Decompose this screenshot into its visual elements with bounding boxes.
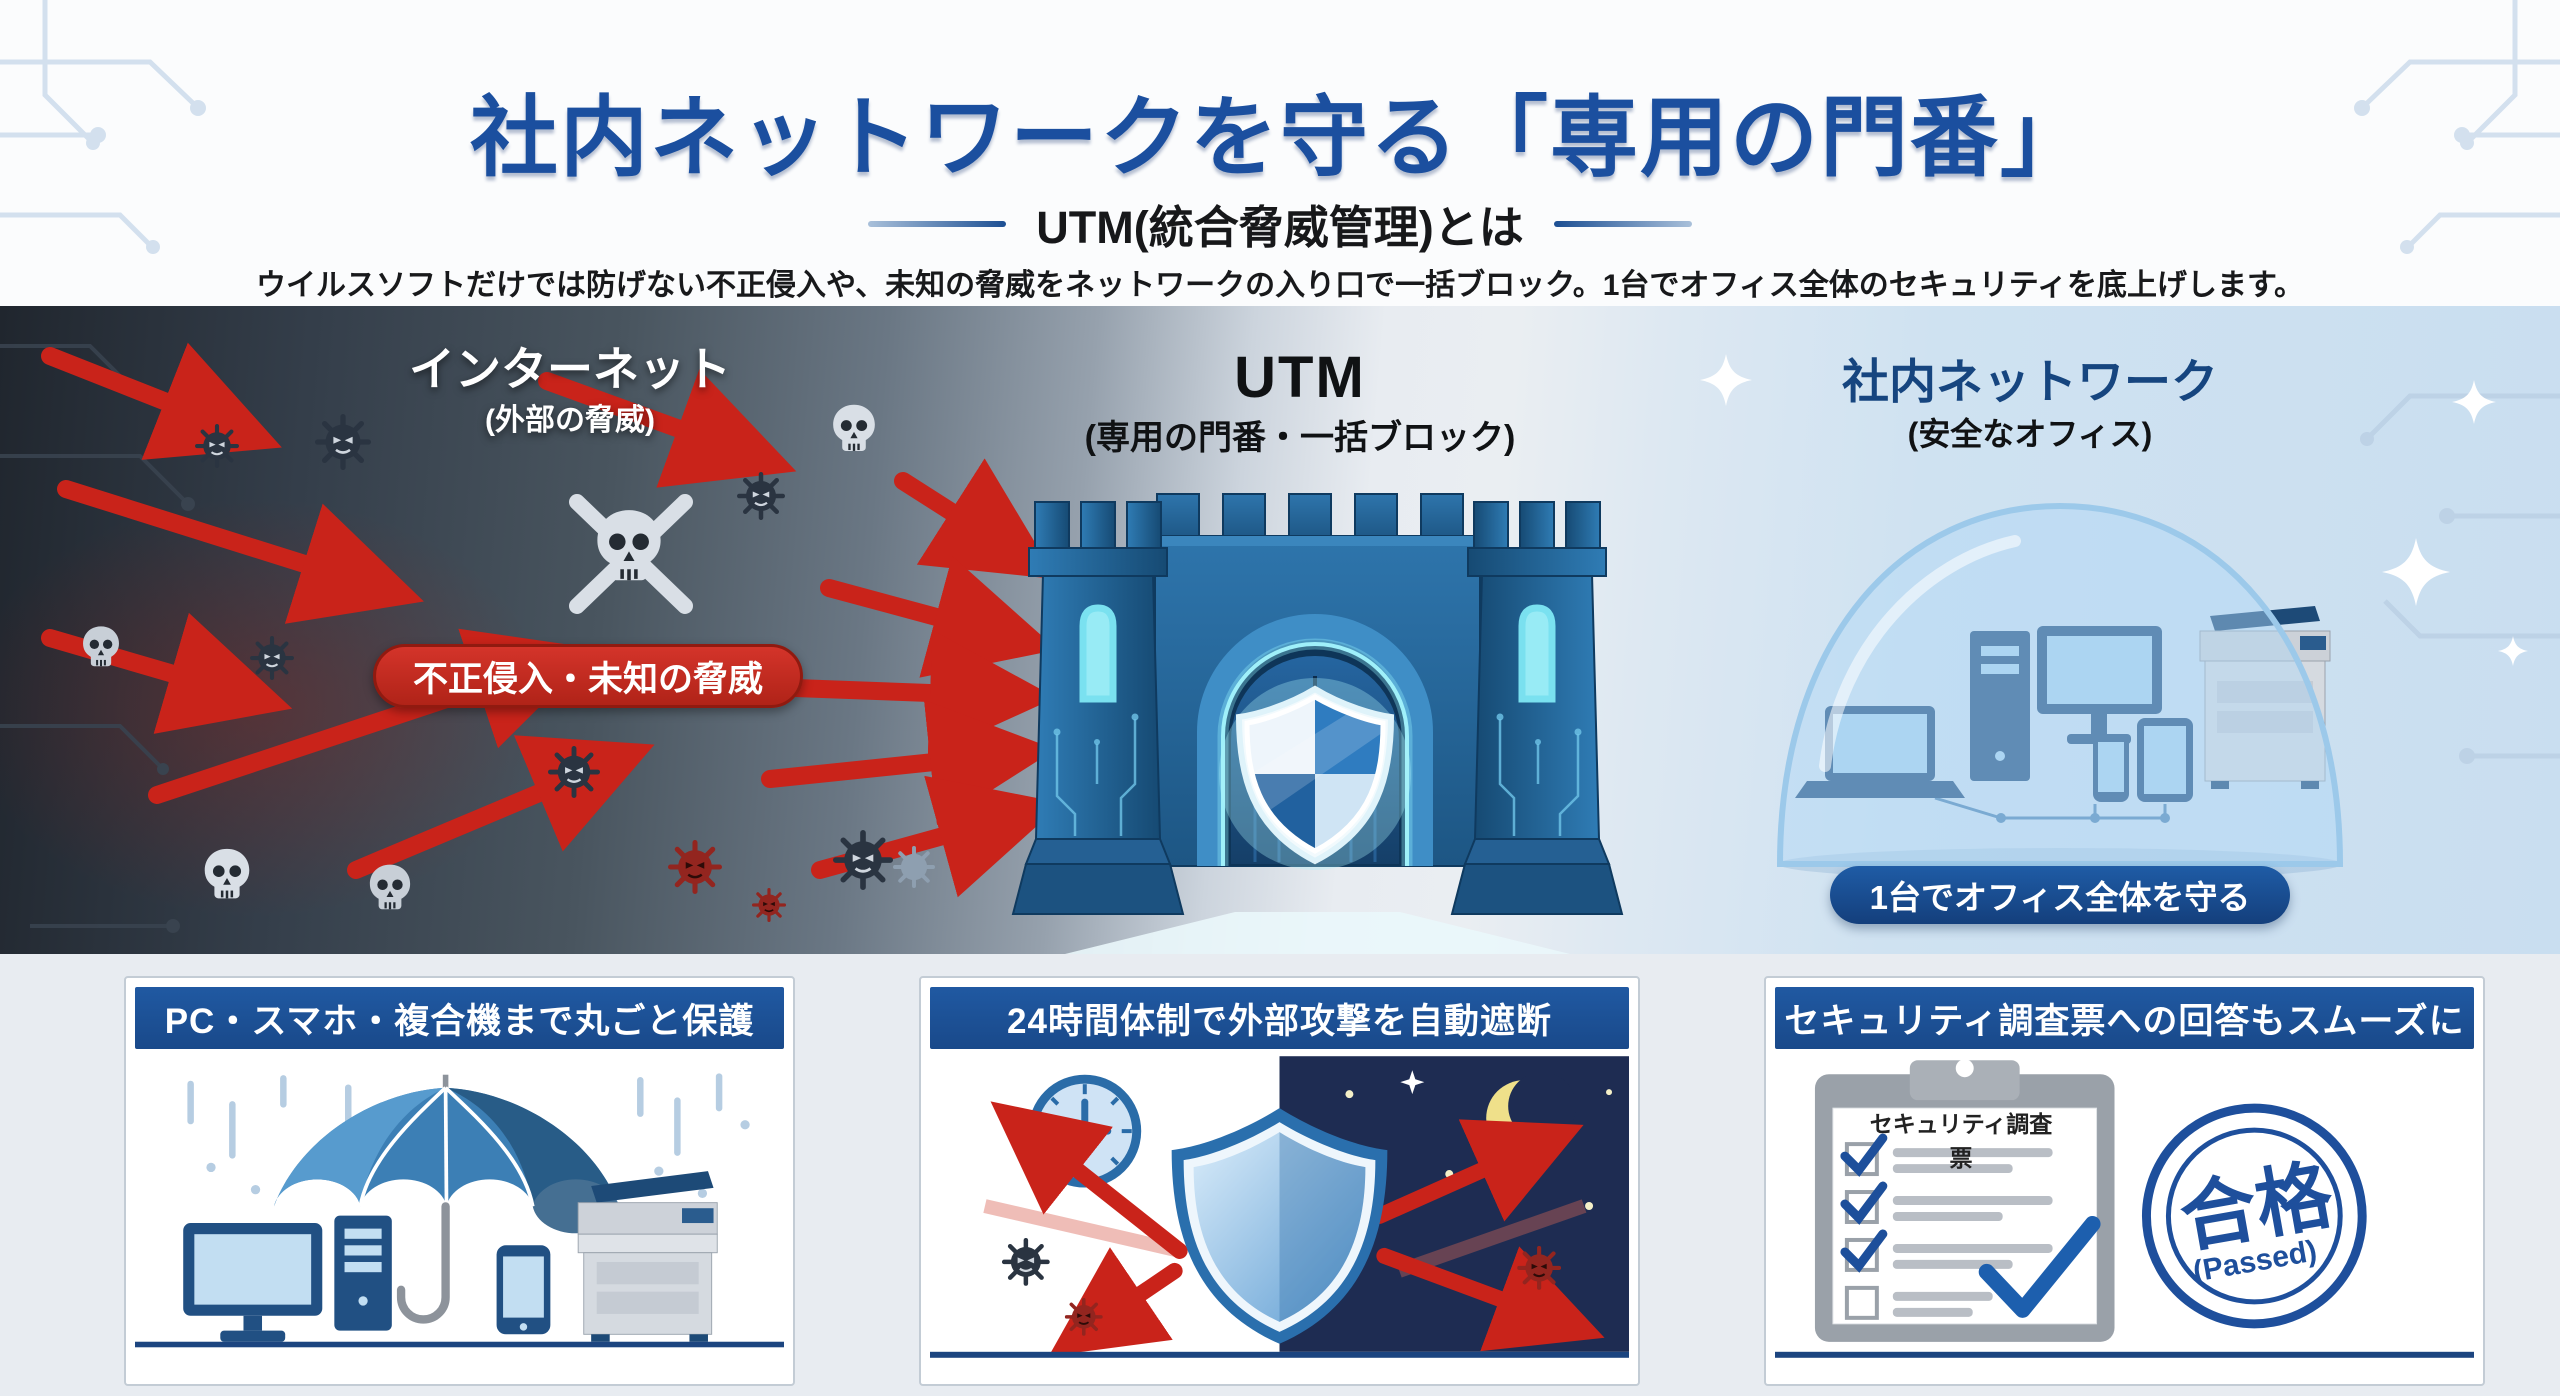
card-auto-block-title: 24時間体制で外部攻撃を自動遮断 — [930, 987, 1629, 1049]
castle-tower — [1011, 501, 1185, 915]
umbrella-protection-illustration — [135, 1073, 784, 1348]
virus-icon — [739, 474, 783, 518]
shield-icon — [1219, 678, 1411, 870]
monitor-icon — [183, 1223, 323, 1342]
pc-tower-icon — [1970, 631, 2030, 781]
virus-icon — [550, 748, 597, 795]
umbrella-icon — [274, 1074, 619, 1324]
page-subtitle: UTM(統合脅威管理)とは — [1036, 202, 1524, 254]
threat-badge: 不正侵入・未知の脅威 — [373, 644, 803, 708]
passed-stamp-icon — [2141, 1103, 2367, 1329]
utm-castle-gate-illustration — [1011, 493, 1650, 954]
virus-icon — [1064, 1297, 1103, 1336]
virus-icon — [836, 833, 890, 887]
castle-tower — [1452, 502, 1622, 914]
virus-icon — [1519, 1248, 1559, 1288]
big-check-icon — [1978, 1215, 2101, 1318]
rain-icon — [187, 1073, 723, 1159]
circuit-traces-dark — [0, 344, 187, 928]
card-device-protection-body — [135, 1049, 784, 1373]
laptop-icon — [1795, 706, 1965, 798]
subtitle-divider-right — [1553, 220, 1692, 227]
virus-icon — [671, 843, 720, 892]
protection-dome — [1776, 502, 2344, 867]
arch-stonework — [1197, 614, 1433, 866]
deflected-arrows — [983, 1101, 1605, 1357]
threat-arrows-layer — [0, 342, 2560, 933]
card-device-protection: PC・スマホ・複合機まで丸ごと保護 — [124, 976, 795, 1386]
shield-icon — [1171, 1108, 1388, 1344]
check-icon — [1840, 1133, 1888, 1273]
card-device-protection-title: PC・スマホ・複合機まで丸ごと保護 — [135, 987, 784, 1049]
internet-sublabel: (外部の脅威) — [485, 403, 655, 437]
checklist-rows — [1840, 1133, 2101, 1320]
smartphone-icon — [496, 1245, 551, 1335]
circuit-traces-light — [2368, 393, 2560, 759]
office-devices — [1795, 606, 2331, 823]
internet-label: インターネット — [409, 343, 731, 395]
ground-line — [1775, 1351, 2474, 1358]
page-title: 社内ネットワークを守る「専用の門番」 — [469, 87, 2090, 187]
feature-cards-band: PC・スマホ・複合機まで丸ごと保護 — [0, 954, 2560, 1396]
utm-label: UTM — [1234, 345, 1366, 410]
pc-tower-icon — [334, 1215, 392, 1331]
sparkle-icon — [2452, 380, 2496, 424]
utm-sublabel: (専用の門番・一括ブロック) — [1084, 418, 1516, 457]
checklist-stamp-illustration — [1775, 1059, 2474, 1358]
card-security-questionnaire: セキュリティ調査票への回答もスムーズに — [1764, 976, 2485, 1386]
circuit-decoration-top-right — [2354, 0, 2560, 254]
internet-zone-label: インターネット (外部の脅威) — [290, 343, 850, 437]
sparkle-icon — [1700, 354, 1752, 406]
subtitle-divider-left — [868, 220, 1007, 227]
virus-icon — [752, 888, 786, 922]
clipboard-title: セキュリティ調査票 — [1869, 1111, 2053, 1171]
virus-icon — [197, 426, 237, 466]
subtitle-row: UTM(統合脅威管理)とは — [0, 154, 2560, 294]
copier-icon — [577, 1171, 718, 1342]
day-night-shield-illustration — [930, 1056, 1629, 1358]
skull-icon — [368, 863, 412, 911]
office-dome-illustration — [1776, 502, 2344, 880]
skull-icons — [82, 403, 877, 911]
ground-line — [930, 1351, 1629, 1358]
sparkle-icon — [2498, 636, 2528, 666]
ground-line — [135, 1341, 784, 1348]
card-security-questionnaire-body: セキュリティ調査票 合格 (Passed) — [1775, 1049, 2474, 1373]
utm-zone-label: UTM (専用の門番・一括ブロック) — [1010, 345, 1590, 457]
virus-icon — [252, 638, 292, 678]
tablet-icon — [2137, 718, 2193, 802]
virus-icon — [1004, 1240, 1047, 1283]
virus-icon — [893, 846, 935, 888]
office-label: 社内ネットワーク — [1842, 355, 2218, 408]
card-auto-block: 24時間体制で外部攻撃を自動遮断 — [919, 976, 1640, 1386]
card-auto-block-body — [930, 1049, 1629, 1373]
office-protection-badge: 1台でオフィス全体を守る — [1830, 866, 2290, 924]
office-sublabel: (安全なオフィス) — [1907, 415, 2153, 452]
page-description: ウイルスソフトだけでは防げない不正侵入や、未知の脅威をネットワークの入り口で一括… — [256, 269, 2304, 302]
sparkle-icon — [2382, 538, 2450, 606]
circuit-decoration-top-left — [0, 0, 206, 254]
gate-light-beam — [1065, 912, 1570, 954]
monitor-icon — [2037, 626, 2162, 744]
card-security-questionnaire-title: セキュリティ調査票への回答もスムーズに — [1775, 987, 2474, 1049]
threat-flow-scene: インターネット (外部の脅威) UTM (専用の門番・一括ブロック) 社内ネット… — [0, 306, 2560, 954]
office-zone-label: 社内ネットワーク (安全なオフィス) — [1750, 355, 2310, 452]
smartphone-icon — [2093, 734, 2129, 802]
skull-icon — [203, 847, 251, 900]
